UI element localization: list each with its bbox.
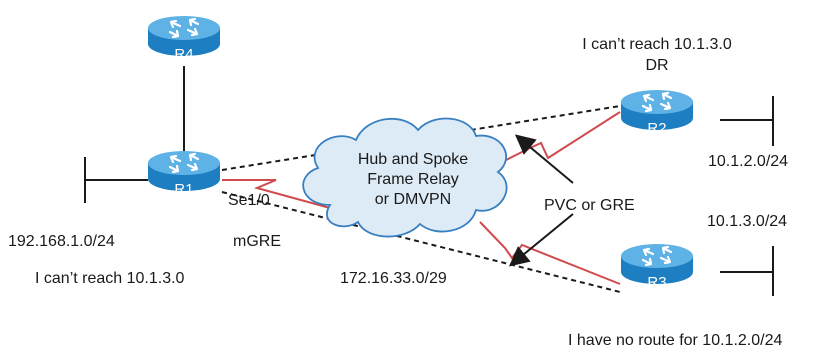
r2-lan-text: 10.1.2.0/24 [708, 153, 788, 170]
router-r4-label: R4 [174, 46, 193, 63]
router-r3: R3 [619, 242, 695, 291]
router-r2: R2 [619, 88, 695, 137]
subnet-text: 172.16.33.0/29 [340, 270, 447, 287]
cloud-icon [302, 117, 508, 238]
serial-link-icon [489, 111, 621, 169]
lan-r2 [720, 96, 774, 146]
router-r1-label: R1 [174, 181, 193, 198]
lan-r3 [720, 246, 774, 296]
lan-r1 [84, 157, 148, 203]
arrow-icon [514, 134, 574, 184]
cloud-label-line3: or DMVPN [375, 191, 451, 208]
arrow-icon [508, 213, 574, 267]
r1-lan-text: 192.168.1.0/24 [8, 233, 115, 250]
serial-link-icon [222, 179, 331, 209]
router-r4: R4 [146, 14, 222, 63]
router-r3-label: R3 [647, 274, 666, 291]
cloud-label-line2: Frame Relay [367, 171, 459, 188]
r2-role-text: DR [645, 57, 668, 74]
pvc-text: PVC or GRE [544, 197, 635, 214]
serial-link-icon [479, 221, 621, 285]
r3-warning-text: I have no route for 10.1.2.0/24 [568, 332, 782, 349]
router-r1: R1 [146, 149, 222, 198]
r1-tunnel-text: mGRE [233, 233, 281, 250]
r2-warning-text: I can’t reach 10.1.3.0 [582, 36, 732, 53]
cloud-label-line1: Hub and Spoke [358, 151, 468, 168]
r3-lan-text: 10.1.3.0/24 [707, 213, 787, 230]
r1-warning-text: I can’t reach 10.1.3.0 [35, 270, 185, 287]
router-r2-label: R2 [647, 120, 666, 137]
r1-interface-text: Se1/0 [228, 192, 270, 209]
